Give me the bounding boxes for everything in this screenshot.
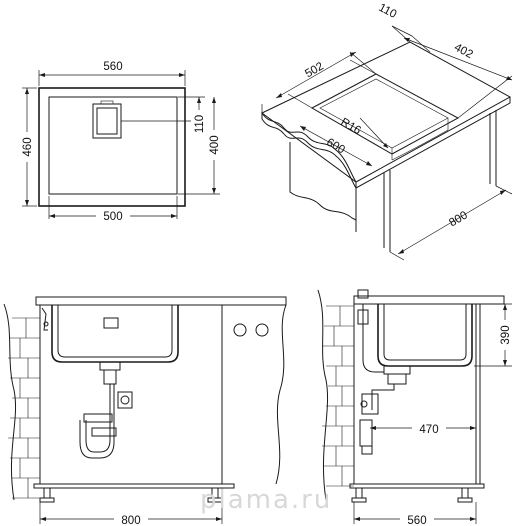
- leg-left: [43, 487, 51, 499]
- side-drain: [383, 365, 411, 375]
- side-brick-wall: [322, 305, 354, 487]
- dim-line-iso-110: [391, 25, 413, 37]
- dim-drain-offset: 110: [194, 115, 206, 133]
- side-bowl: [377, 304, 473, 367]
- side-leg-right: [461, 487, 469, 499]
- dim-iso-cabinet-width: 800: [447, 209, 470, 229]
- dim-line-502: [275, 51, 357, 99]
- overflow-fitting: [117, 391, 133, 409]
- countertop-cut-edge: [261, 112, 357, 183]
- dim-side-cabinet-depth: 560: [407, 515, 426, 526]
- dim-bowl-width: 500: [103, 211, 122, 223]
- overflow-cap: [103, 317, 119, 329]
- dim-side-waste-offset: 470: [419, 424, 438, 436]
- bowl-outline: [48, 96, 178, 195]
- cabinet-cut-left: [289, 142, 357, 221]
- isometric-view: R16 110 402 502 600 800: [261, 2, 513, 261]
- dim-top-depth: 460: [22, 137, 34, 156]
- dim-iso-back: 110: [376, 2, 398, 21]
- dim-line-600: [299, 125, 373, 167]
- watermark: plama.ru: [200, 485, 332, 515]
- side-siphon: [361, 393, 379, 415]
- dim-side-bowl-height: 390: [500, 325, 512, 344]
- sink-outline: [38, 87, 186, 207]
- radius-leader: [359, 117, 389, 149]
- dim-bowl-depth: 400: [209, 135, 221, 154]
- dim-top-width: 560: [103, 61, 122, 73]
- front-elevation: 800: [3, 296, 287, 526]
- countertop-front: [35, 296, 287, 306]
- front-bowl: [51, 305, 179, 363]
- side-leg-left: [355, 487, 363, 499]
- top-view: 560 500 460 110 400: [19, 58, 222, 223]
- countertop-top: [261, 41, 512, 183]
- dim-radius: R16: [339, 116, 363, 137]
- brick-wall: [8, 317, 40, 499]
- dim-iso-cutout-length: 502: [303, 60, 326, 80]
- side-elevation: 390 470 560: [317, 289, 514, 526]
- drain-tab: [100, 100, 114, 105]
- dim-line-iso-800: [397, 189, 507, 255]
- overflow-head: [357, 289, 369, 299]
- dim-line-402: [403, 37, 513, 81]
- dim-front-cabinet-width: 800: [121, 515, 140, 526]
- side-wall-break: [317, 289, 329, 501]
- socket-2: [255, 323, 269, 337]
- side-countertop: [353, 295, 505, 305]
- wall-break-line: [3, 303, 17, 501]
- drain-pipe: [103, 369, 117, 385]
- drain-inner: [96, 107, 118, 135]
- socket-1: [233, 323, 247, 337]
- siphon-trap: [85, 384, 111, 453]
- dim-iso-front-width: 600: [324, 136, 347, 156]
- cabinet-break-line: [275, 304, 287, 485]
